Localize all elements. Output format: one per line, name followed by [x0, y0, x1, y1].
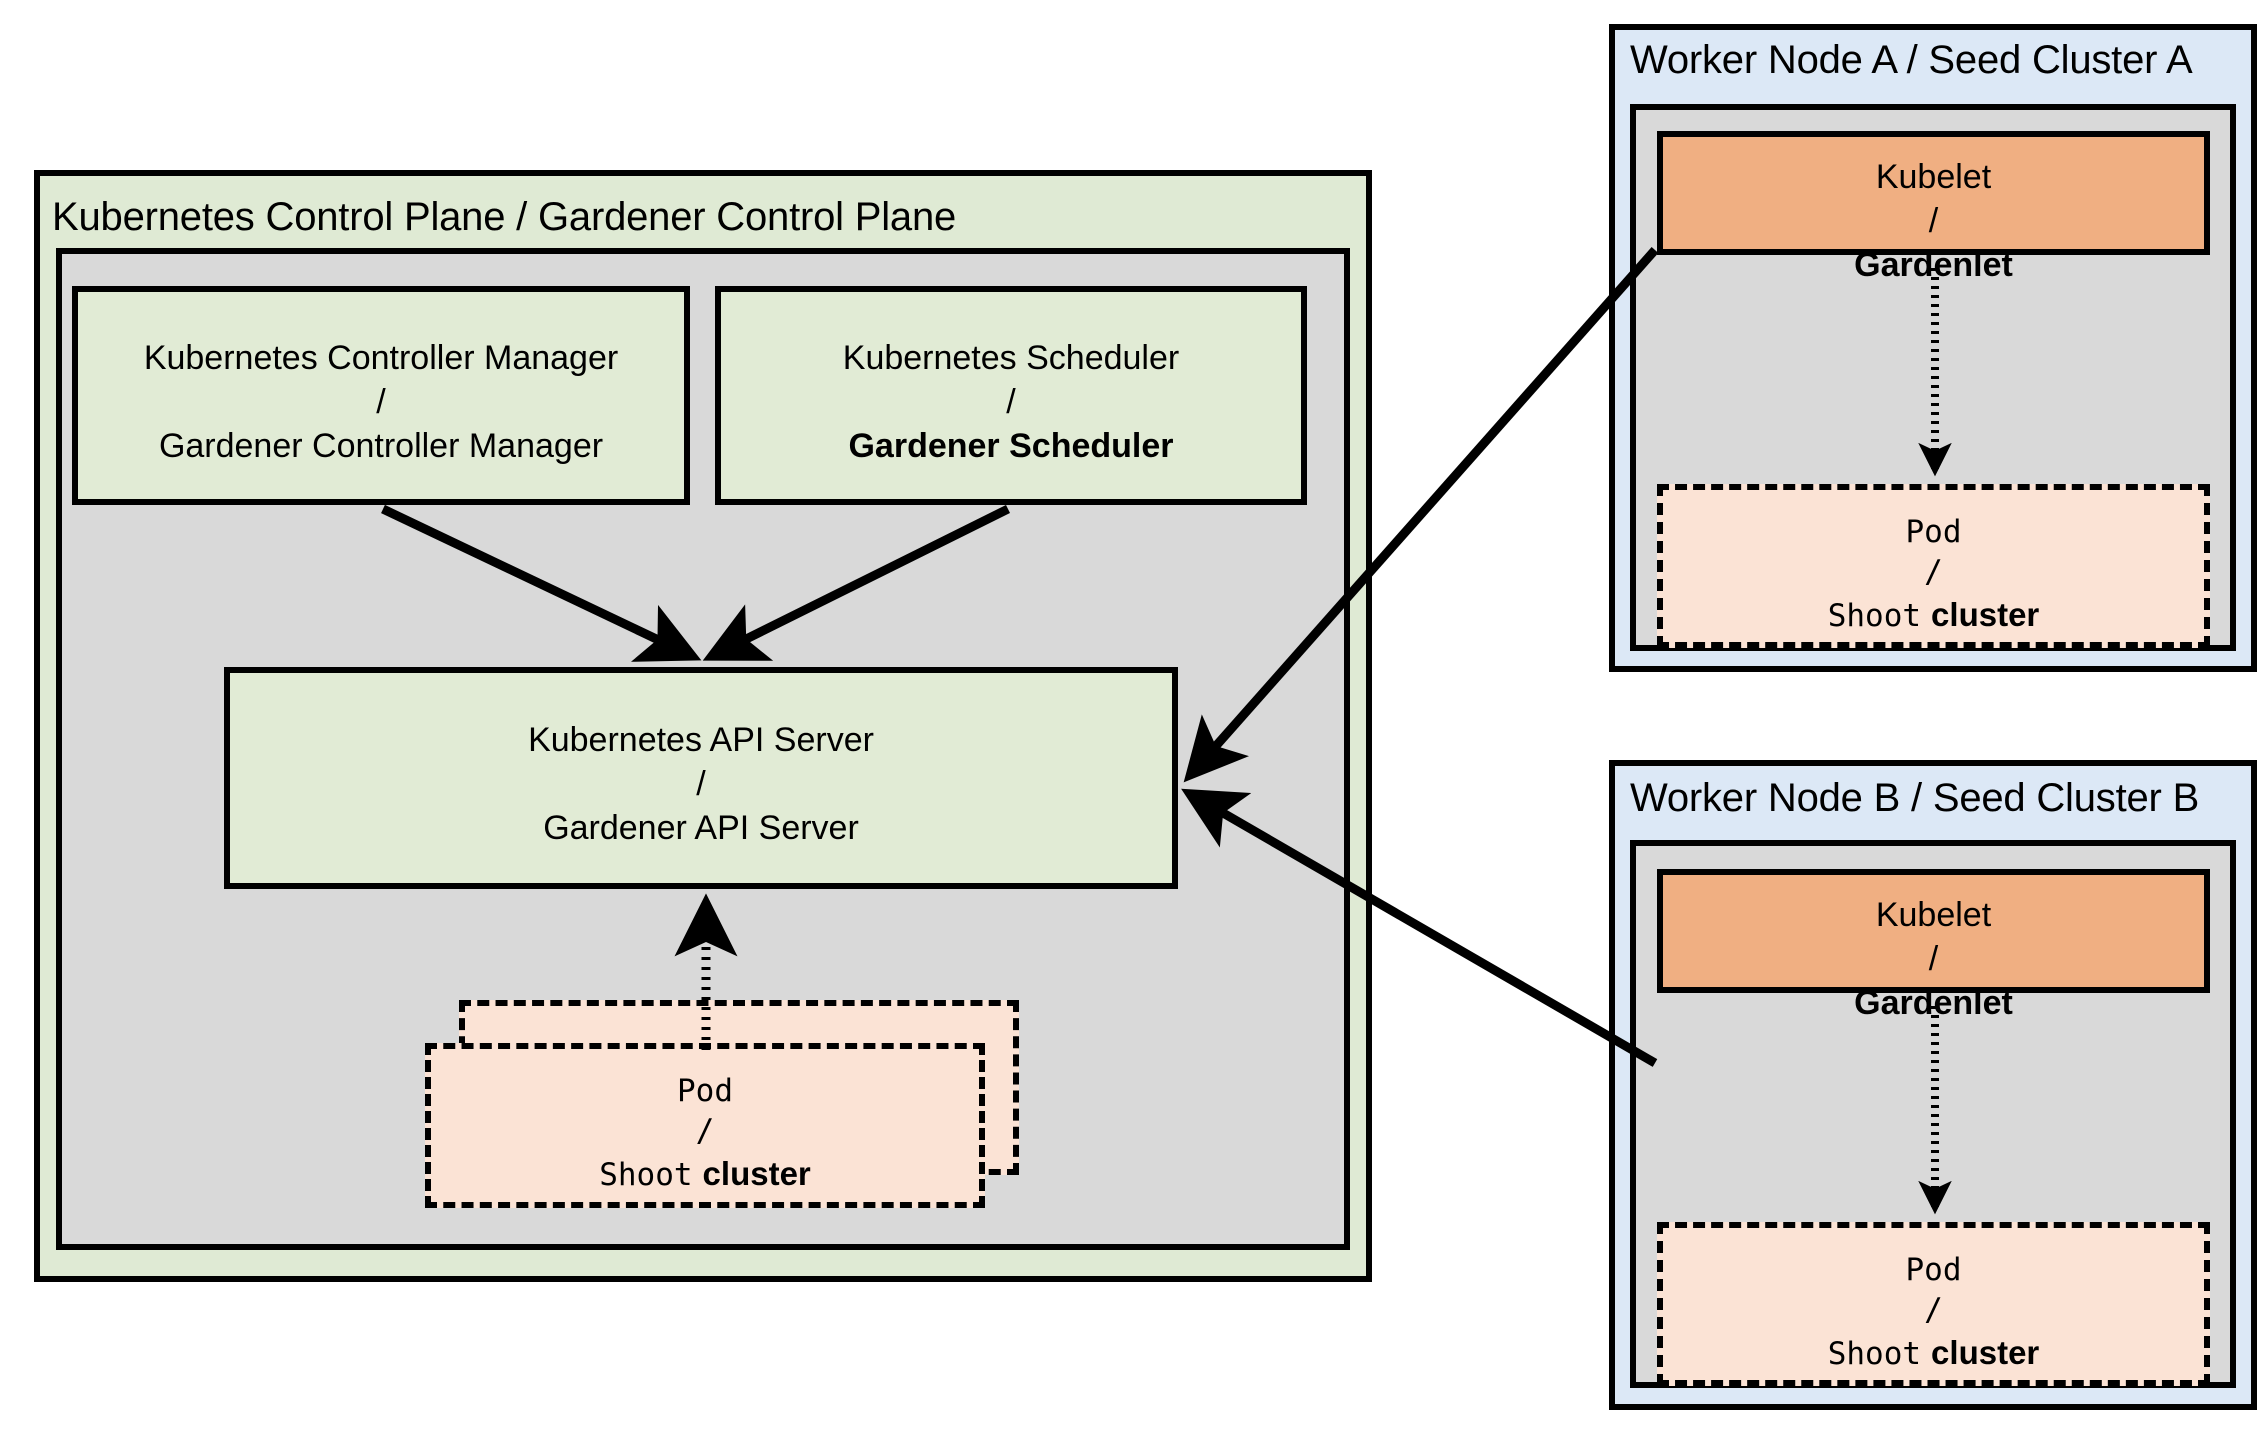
- controller-manager-label: Kubernetes Controller Manager / Gardener…: [78, 336, 684, 469]
- kubelet-b-label: Kubelet / Gardenlet: [1663, 893, 2204, 1026]
- api-server-label: Kubernetes API Server / Gardener API Ser…: [230, 718, 1172, 851]
- worker-node-a-pod-line1: Pod: [1905, 514, 1962, 550]
- api-server-line2: Gardener API Server: [543, 809, 859, 848]
- worker-node-b-pod-shoot: Shoot: [1827, 1335, 1922, 1372]
- scheduler-line2: Gardener Scheduler: [848, 427, 1174, 466]
- worker-node-a-pod-separator: /: [1924, 554, 1943, 591]
- controller-manager-line1: Kubernetes Controller Manager: [143, 339, 619, 377]
- control-plane-pod-cluster: cluster: [702, 1154, 811, 1192]
- controller-manager-line2: Gardener Controller Manager: [158, 427, 604, 466]
- kubelet-a-line1: Kubelet: [1875, 158, 1992, 196]
- kubelet-b-line1: Kubelet: [1875, 896, 1992, 934]
- kubelet-a-label: Kubelet / Gardenlet: [1663, 155, 2204, 288]
- api-server-line1: Kubernetes API Server: [528, 721, 874, 759]
- worker-node-b-pod-separator: /: [1924, 1292, 1943, 1329]
- kubernetes-api-server-box[interactable]: Kubernetes API Server / Gardener API Ser…: [224, 667, 1178, 889]
- control-plane-pod-shoot: Shoot: [599, 1156, 693, 1193]
- worker-node-b-pod-cluster: cluster: [1931, 1333, 2040, 1371]
- kubelet-b-separator: /: [1928, 940, 1939, 979]
- scheduler-line1: Kubernetes Scheduler: [842, 339, 1180, 377]
- control-plane-title: Kubernetes Control Plane / Gardener Cont…: [52, 195, 957, 239]
- control-plane-pod-separator: /: [695, 1113, 715, 1150]
- kubelet-a-line2: Gardenlet: [1854, 246, 2013, 285]
- worker-node-b-pod-line1: Pod: [1905, 1252, 1962, 1288]
- kubelet-a-separator: /: [1928, 202, 1939, 241]
- worker-node-a-pod-cluster: cluster: [1931, 595, 2040, 633]
- worker-node-b-title: Worker Node B / Seed Cluster B: [1630, 776, 2200, 820]
- worker-node-a-title: Worker Node A / Seed Cluster A: [1630, 38, 2193, 82]
- kubernetes-scheduler-box[interactable]: Kubernetes Scheduler / Gardener Schedule…: [715, 286, 1307, 505]
- worker-node-a-pod-shoot: Shoot: [1827, 597, 1922, 634]
- scheduler-separator: /: [1006, 383, 1016, 422]
- kubernetes-controller-manager-box[interactable]: Kubernetes Controller Manager / Gardener…: [72, 286, 690, 505]
- kubelet-b-line2: Gardenlet: [1854, 984, 2013, 1023]
- controller-manager-separator: /: [376, 383, 386, 422]
- control-plane-pod-line1: Pod: [677, 1073, 733, 1109]
- kubelet-gardenlet-a-box[interactable]: Kubelet / Gardenlet: [1657, 131, 2210, 284]
- scheduler-label: Kubernetes Scheduler / Gardener Schedule…: [721, 336, 1301, 469]
- api-server-separator: /: [696, 765, 706, 804]
- kubelet-gardenlet-b-box[interactable]: Kubelet / Gardenlet: [1657, 869, 2210, 1022]
